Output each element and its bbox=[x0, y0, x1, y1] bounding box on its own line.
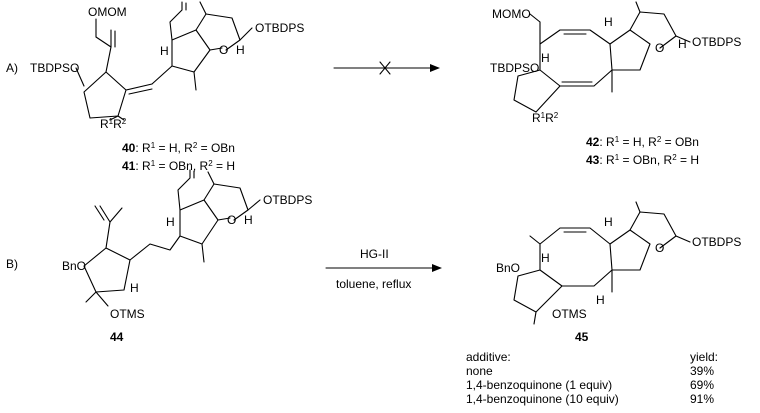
product-b-thf-oxygen-label: O bbox=[655, 241, 664, 255]
product-b-h3-label: H bbox=[596, 293, 605, 307]
product-b-h1-label: H bbox=[541, 251, 550, 265]
compound-45-number: 45 bbox=[575, 330, 589, 344]
rcm-reaction-arrow: HG-II toluene, reflux bbox=[325, 247, 442, 291]
scheme-b-label: B) bbox=[6, 257, 18, 271]
solvent-label: toluene, reflux bbox=[336, 277, 411, 291]
compound-40-41-structure: OMOM TBDPSO R1R2 H O bbox=[30, 1, 304, 131]
table-header-yield: yield: bbox=[690, 350, 718, 364]
compound-44-number: 44 bbox=[110, 330, 124, 344]
table-row-additive: 1,4-benzoquinone (1 equiv) bbox=[466, 378, 612, 392]
yield-table: additive: yield: none 39% 1,4-benzoquino… bbox=[466, 350, 718, 406]
scheme-a-label: A) bbox=[6, 61, 18, 75]
product-h1-label: H bbox=[541, 51, 550, 65]
otms-group-label: OTMS bbox=[110, 307, 145, 321]
table-row-additive: 1,4-benzoquinone (10 equiv) bbox=[466, 392, 619, 406]
table-row-yield: 91% bbox=[690, 392, 714, 406]
r1-label: R1R2 bbox=[100, 117, 127, 131]
product-b-otbdps-label: OTBDPS bbox=[692, 235, 741, 249]
product-otms-label: OTMS bbox=[552, 307, 587, 321]
product-bno-label: BnO bbox=[496, 261, 520, 275]
reagent-label: HG-II bbox=[360, 247, 389, 261]
sm-h1-label: H bbox=[130, 281, 139, 295]
product-tbdpso-label: TBDPSO bbox=[490, 61, 539, 75]
compound-42-caption: 42: R1 = H, R2 = OBn bbox=[586, 135, 699, 149]
thf-h-label: H bbox=[236, 43, 245, 57]
product-h3-label: H bbox=[678, 37, 687, 51]
compound-42-43-structure: MOMO TBDPSO H R1R2 H O H OTBDPS bbox=[490, 1, 741, 125]
product-thf-oxygen-label: O bbox=[655, 41, 664, 55]
bno-group-label: BnO bbox=[62, 259, 86, 273]
sm-thf-oxygen-label: O bbox=[227, 213, 236, 227]
sm-h3-label: H bbox=[244, 213, 253, 227]
otbdps-group-label: OTBDPS bbox=[255, 21, 304, 35]
momo-group-label: MOMO bbox=[492, 7, 531, 21]
table-row-yield: 39% bbox=[690, 364, 714, 378]
ring-h-label: H bbox=[160, 44, 169, 58]
table-header-additive: additive: bbox=[466, 350, 511, 364]
product-h2-label: H bbox=[604, 15, 613, 29]
product-r-label: R1R2 bbox=[532, 111, 559, 125]
compound-40-caption: 40: R1 = H, R2 = OBn bbox=[122, 141, 235, 155]
sm-h2-label: H bbox=[166, 215, 175, 229]
omom-group-label: OMOM bbox=[88, 5, 127, 19]
compound-41-caption: 41: R1 = OBn, R2 = H bbox=[122, 159, 235, 173]
failed-reaction-arrow bbox=[333, 61, 440, 75]
table-row-additive: none bbox=[466, 364, 493, 378]
tbdpso-group-label: TBDPSO bbox=[30, 61, 79, 75]
compound-43-caption: 43: R1 = OBn, R2 = H bbox=[586, 153, 699, 167]
table-row-yield: 69% bbox=[690, 378, 714, 392]
compound-45-structure: BnO H OTMS H H O OTBDPS bbox=[496, 201, 741, 325]
product-otbdps-label: OTBDPS bbox=[692, 35, 741, 49]
product-b-h2-label: H bbox=[604, 215, 613, 229]
compound-44-structure: BnO H OTMS H O H OTBDPS bbox=[62, 169, 312, 321]
thf-oxygen-label: O bbox=[219, 43, 228, 57]
sm-otbdps-label: OTBDPS bbox=[263, 193, 312, 207]
